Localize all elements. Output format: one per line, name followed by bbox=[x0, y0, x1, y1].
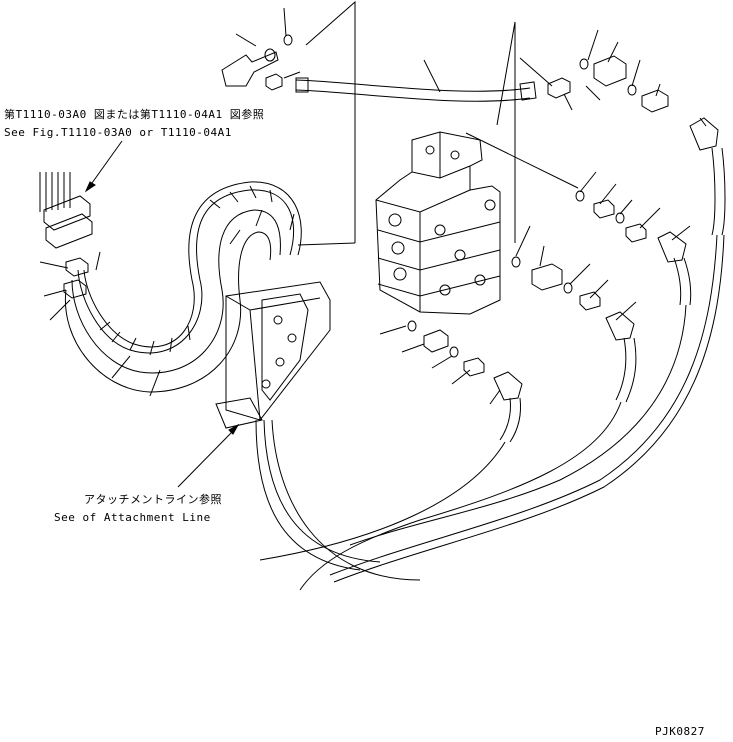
fig-ref-jp: 第T1110-03A0 図または第T1110-04A1 図参照 bbox=[4, 108, 265, 121]
frame-lines bbox=[298, 2, 578, 245]
fig-ref-leader bbox=[86, 141, 122, 191]
fig-ref-en: See Fig.T1110-03A0 or T1110-04A1 bbox=[4, 126, 232, 139]
top-right-fittings bbox=[548, 56, 718, 150]
lower-fittings bbox=[260, 321, 522, 560]
attachment-ref-en: See of Attachment Line bbox=[54, 511, 211, 524]
callout-leaders bbox=[40, 8, 706, 404]
left-manifold bbox=[40, 172, 92, 298]
right-hose bbox=[330, 148, 725, 582]
drawing-code: PJK0827 bbox=[655, 725, 705, 738]
attachment-ref-jp: アタッチメントライン参照 bbox=[84, 493, 222, 506]
attachment-lines bbox=[256, 420, 420, 580]
top-hose bbox=[296, 78, 536, 101]
attachment-ref-leader bbox=[178, 425, 238, 487]
elbow-fitting bbox=[222, 35, 292, 90]
hose-bundle bbox=[65, 182, 301, 392]
control-valve bbox=[376, 132, 500, 314]
bracket bbox=[216, 282, 330, 428]
